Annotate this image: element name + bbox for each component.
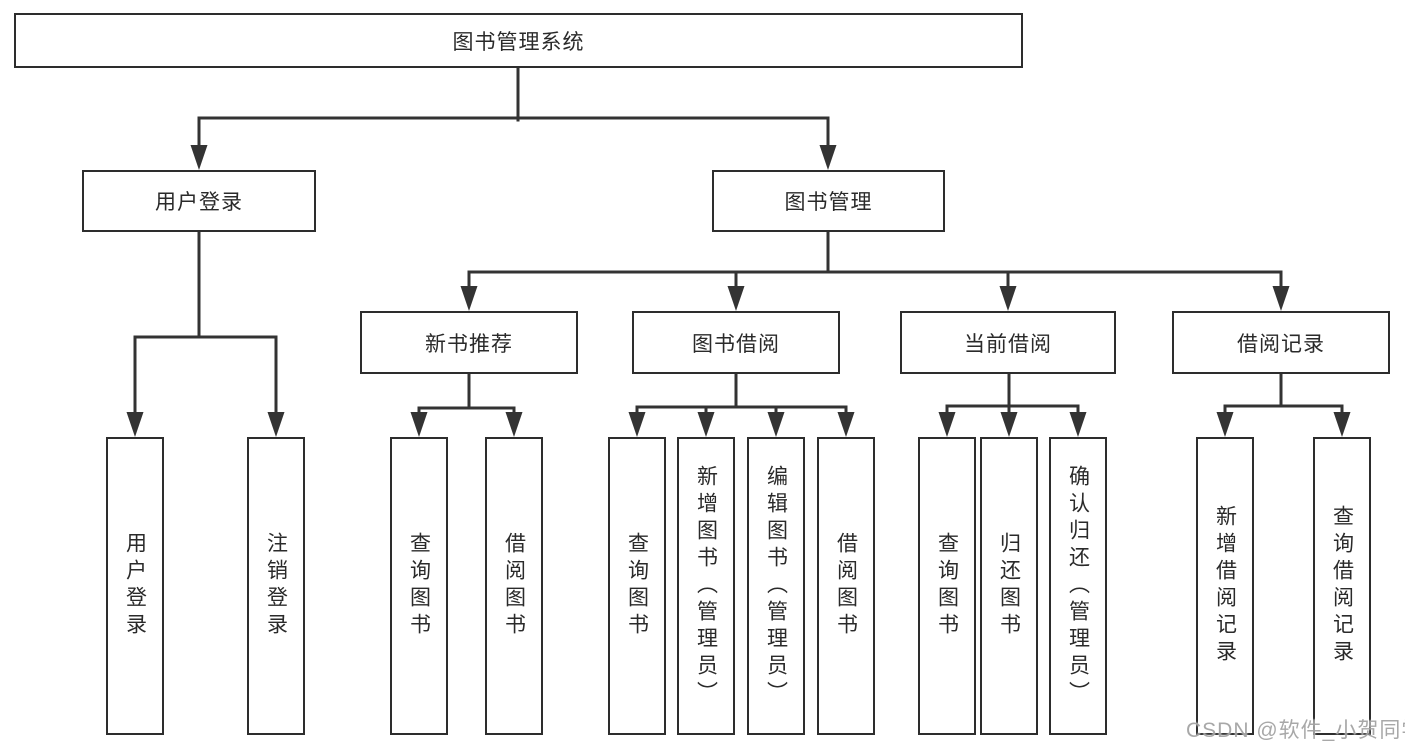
arrowhead — [1216, 412, 1234, 437]
leaf-confirm-return-admin: 确认归还（管理员） — [1049, 437, 1107, 735]
arrowhead — [410, 412, 428, 437]
leaf-query-books-recommend: 查询图书 — [390, 437, 448, 735]
watermark: CSDN @软件_小贺同学 — [1186, 719, 1405, 742]
arrowhead — [126, 412, 144, 437]
node-root: 图书管理系统 — [14, 13, 1023, 68]
arrowhead — [628, 412, 646, 437]
leaf-return-books: 归还图书 — [980, 437, 1038, 735]
arrowhead — [1000, 412, 1018, 437]
leaf-label: 查询借阅记录 — [1330, 505, 1354, 667]
arrowhead — [938, 412, 956, 437]
leaf-label: 查询图书 — [407, 532, 431, 640]
arrowhead — [727, 286, 745, 311]
arrowhead — [1333, 412, 1351, 437]
node-new-book-recommend: 新书推荐 — [360, 311, 578, 374]
leaf-label: 用户登录 — [123, 532, 147, 640]
leaf-label: 查询图书 — [625, 532, 649, 640]
leaf-borrow-books-recommend: 借阅图书 — [485, 437, 543, 735]
leaf-edit-books-admin: 编辑图书（管理员） — [747, 437, 805, 735]
arrowhead — [697, 412, 715, 437]
leaf-add-borrow-record: 新增借阅记录 — [1196, 437, 1254, 735]
arrowhead — [819, 145, 837, 170]
arrowhead — [1069, 412, 1087, 437]
node-user-login: 用户登录 — [82, 170, 316, 232]
leaf-label: 新增借阅记录 — [1213, 505, 1237, 667]
node-book-borrow: 图书借阅 — [632, 311, 840, 374]
leaf-logout-login: 注销登录 — [247, 437, 305, 735]
connector-path — [133, 66, 1344, 418]
leaf-label: 注销登录 — [264, 532, 288, 640]
arrowhead — [190, 145, 208, 170]
node-borrow-records: 借阅记录 — [1172, 311, 1390, 374]
arrowhead — [999, 286, 1017, 311]
leaf-query-books-current: 查询图书 — [918, 437, 976, 735]
leaf-label: 确认归还（管理员） — [1066, 464, 1090, 708]
leaf-label: 新增图书（管理员） — [694, 464, 718, 708]
node-book-management: 图书管理 — [712, 170, 945, 232]
leaf-label: 编辑图书（管理员） — [764, 464, 788, 708]
arrowhead — [267, 412, 285, 437]
arrowhead — [460, 286, 478, 311]
leaf-label: 归还图书 — [997, 532, 1021, 640]
leaf-user-login: 用户登录 — [106, 437, 164, 735]
arrowheads — [126, 145, 1351, 437]
leaf-label: 借阅图书 — [834, 532, 858, 640]
leaf-label: 查询图书 — [935, 532, 959, 640]
arrowhead — [767, 412, 785, 437]
node-current-borrow: 当前借阅 — [900, 311, 1116, 374]
arrowhead — [505, 412, 523, 437]
arrowhead — [1272, 286, 1290, 311]
leaf-query-borrow-record: 查询借阅记录 — [1313, 437, 1371, 735]
leaf-label: 借阅图书 — [502, 532, 526, 640]
leaf-add-books-admin: 新增图书（管理员） — [677, 437, 735, 735]
leaf-borrow-books: 借阅图书 — [817, 437, 875, 735]
leaf-query-books-borrow: 查询图书 — [608, 437, 666, 735]
arrowhead — [837, 412, 855, 437]
